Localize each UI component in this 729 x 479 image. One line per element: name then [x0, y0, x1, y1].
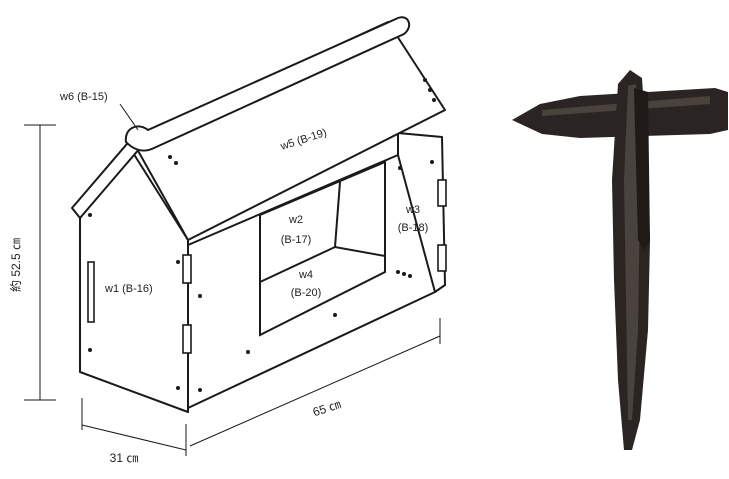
length-dimension-label: 65 ㎝ — [311, 397, 343, 419]
label-w2-name: w2 — [288, 214, 303, 226]
nail-hole — [198, 388, 202, 392]
depth-dimension-label: 31 ㎝ — [110, 451, 139, 465]
tab-joint — [182, 254, 192, 284]
wooden-artifact-photo — [500, 0, 729, 474]
length-dimension-line — [189, 335, 441, 447]
artifact-inner-stake — [634, 88, 650, 250]
label-w6: w6 (B-15) — [59, 91, 108, 103]
nail-hole — [396, 270, 400, 274]
height-dimension-label: 約 52.5 ㎝ — [8, 238, 23, 292]
nail-hole — [88, 348, 92, 352]
nail-hole — [246, 350, 250, 354]
artifact-drawing — [512, 70, 728, 450]
tab-joint — [437, 244, 447, 272]
ridge-cap-w6 — [124, 16, 411, 152]
w6-leader-line — [119, 103, 139, 131]
nail-hole — [408, 274, 412, 278]
nail-hole — [428, 88, 432, 92]
nail-hole — [88, 213, 92, 217]
nail-hole — [430, 160, 434, 164]
window-inner-top — [334, 181, 341, 248]
label-w2-code: (B-17) — [281, 234, 312, 246]
nail-hole — [398, 166, 402, 170]
label-w4-code: (B-20) — [291, 287, 322, 299]
shrine-box-diagram: w6 (B-15) w5 (B-19) w1 (B-16) w2 (B-17) … — [8, 16, 447, 465]
tab-joint — [437, 179, 447, 207]
nail-hole — [168, 155, 172, 159]
nail-hole — [176, 260, 180, 264]
nail-hole — [432, 98, 436, 102]
tab-joint — [182, 324, 192, 354]
nail-hole — [423, 78, 427, 82]
window-opening — [259, 160, 386, 337]
artifact-post-highlight — [624, 84, 640, 420]
nail-hole — [198, 294, 202, 298]
label-w3-code: (B-18) — [398, 222, 429, 234]
nail-hole — [174, 161, 178, 165]
nail-hole — [176, 386, 180, 390]
tab-joint — [87, 261, 95, 323]
label-w3-name: w3 — [405, 204, 420, 216]
label-w4-name: w4 — [298, 269, 313, 281]
nail-hole — [333, 313, 337, 317]
nail-hole — [402, 272, 406, 276]
label-w1: w1 (B-16) — [104, 283, 153, 295]
depth-dimension-line — [81, 424, 187, 451]
